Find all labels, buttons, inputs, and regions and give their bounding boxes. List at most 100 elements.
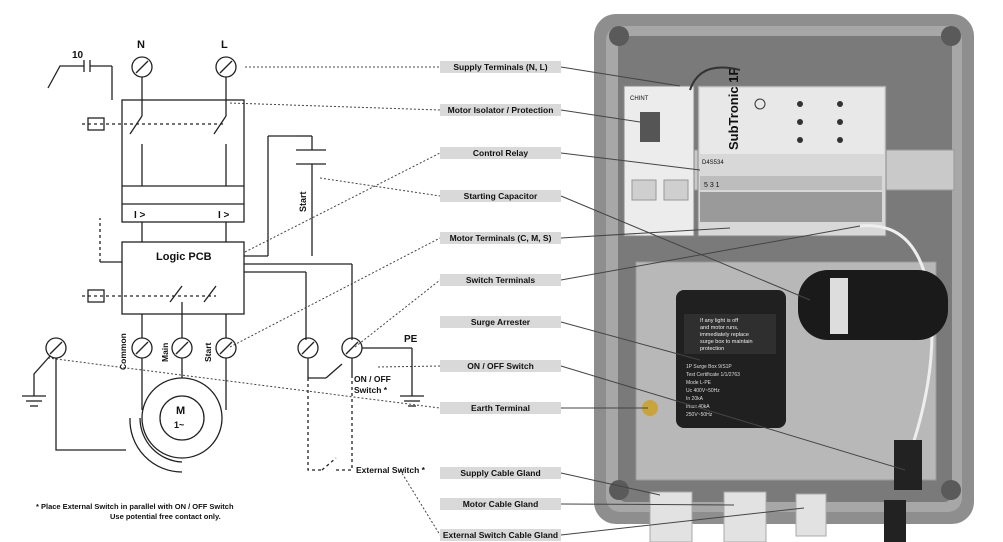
- callout-label: Motor Cable Gland: [440, 498, 561, 510]
- callout-text: ON / OFF Switch: [467, 361, 534, 371]
- on-off-switch: [894, 440, 922, 490]
- switch-label-2: Switch *: [354, 385, 388, 395]
- callout-label: Earth Terminal: [440, 402, 561, 414]
- callout-text: Earth Terminal: [471, 403, 530, 413]
- callout-background: [440, 402, 561, 414]
- surge_spec-line: 250V~50Hz: [686, 412, 713, 418]
- callout-label: Control Relay: [440, 147, 561, 159]
- relay-terminal-numbers: 5 3 1: [704, 182, 720, 189]
- external-switch-label: External Switch *: [356, 465, 426, 475]
- callout-label: External Switch Cable Gland: [440, 529, 561, 541]
- footnote-line-1: * Place External Switch in parallel with…: [36, 502, 234, 511]
- footnote-line-2: Use potential free contact only.: [110, 512, 221, 521]
- surge_spec-line: Mode L-PE: [686, 380, 712, 386]
- status-led: [797, 101, 803, 107]
- logic-pcb-label: Logic PCB: [156, 251, 212, 263]
- pe-label: PE: [404, 334, 418, 345]
- status-led: [837, 137, 843, 143]
- callout-text: Motor Isolator / Protection: [448, 105, 554, 115]
- supply-cable-gland: [649, 491, 693, 542]
- starting-capacitor: [798, 270, 948, 340]
- breaker-terminal: [663, 179, 689, 201]
- callout-label: Supply Terminals (N, L): [440, 61, 561, 73]
- switch-cable: [884, 500, 906, 542]
- callout-text: Switch Terminals: [466, 275, 536, 285]
- external-switch-gland: [795, 493, 827, 537]
- overcurrent-label-2: I >: [218, 210, 230, 221]
- capacitor-label: Start: [298, 191, 308, 212]
- product-name: SubTronic 1P: [726, 67, 741, 150]
- screw-icon: [609, 26, 629, 46]
- isolator-box: [121, 99, 245, 223]
- surge_text-line: protection: [700, 346, 724, 352]
- surge-label-panel: [684, 314, 776, 354]
- callout-label: Surge Arrester: [440, 316, 561, 328]
- status-led: [837, 119, 843, 125]
- surge_spec-line: Test Certificate 1/1/2763: [686, 372, 740, 378]
- callout-background: [440, 360, 561, 372]
- label-start: Start: [203, 342, 213, 362]
- callout-text: Starting Capacitor: [464, 191, 538, 201]
- control-box-photo: CHINT SubTronic 1P D4S534 5 3 1 If any l…: [594, 14, 974, 542]
- leader-lines: [47, 66, 441, 536]
- callout-text: Surge Arrester: [471, 317, 531, 327]
- label-common: Common: [118, 333, 128, 370]
- callout-label: ON / OFF Switch: [440, 360, 561, 372]
- callout-background: [440, 61, 561, 73]
- callout-background: [440, 232, 561, 244]
- power-icon: [754, 98, 766, 110]
- label-main: Main: [160, 343, 170, 362]
- surge_text-line: immediately replace: [700, 332, 749, 338]
- breaker-toggle: [640, 112, 660, 142]
- surge_spec-line: 1P Surge Box 9/S1P: [686, 364, 732, 370]
- callout-label: Motor Terminals (C, M, S): [440, 232, 561, 244]
- callout-label: Motor Isolator / Protection: [440, 104, 561, 116]
- callout-text: Supply Cable Gland: [460, 468, 540, 478]
- callout-background: [440, 190, 561, 202]
- terminal-label-strip: [700, 176, 882, 190]
- terminal-block: [700, 192, 882, 222]
- breaker-brand: CHINT: [630, 96, 649, 102]
- callout-background: [440, 104, 561, 116]
- label-l: L: [221, 39, 228, 51]
- subtronic-front: [700, 88, 884, 154]
- overcurrent-label-1: I >: [134, 210, 146, 221]
- surge_spec-line: In 20kA: [686, 396, 704, 402]
- callout-background: [440, 316, 561, 328]
- wire: [689, 66, 741, 91]
- fuse-rating: 10: [72, 50, 84, 61]
- motor-circle: [141, 377, 223, 459]
- surge_text-line: and motor runs,: [700, 325, 739, 331]
- label-n: N: [137, 39, 145, 51]
- model-code: D4S534: [702, 160, 724, 166]
- screw-icon: [941, 26, 961, 46]
- callout-background: [440, 147, 561, 159]
- callout-label: Supply Cable Gland: [440, 467, 561, 479]
- circuit-breaker: [623, 85, 695, 237]
- callout-label: Switch Terminals: [440, 274, 561, 286]
- callout-background: [440, 498, 561, 510]
- breaker-terminal: [631, 179, 657, 201]
- callout-labels: Supply Terminals (N, L) Motor Isolator / …: [440, 61, 561, 541]
- motor-label-phase: 1~: [174, 420, 184, 430]
- screw-icon: [941, 480, 961, 500]
- screw-icon: [609, 480, 629, 500]
- wiring-schematic: [22, 56, 424, 473]
- capacitor-clamp: [830, 278, 848, 334]
- earth-terminal-screw: [642, 400, 658, 416]
- callout-label: Starting Capacitor: [440, 190, 561, 202]
- surge_text-line: surge box to maintain: [700, 339, 753, 345]
- callout-text: External Switch Cable Gland: [443, 530, 558, 540]
- callout-text: Supply Terminals (N, L): [453, 62, 547, 72]
- leader-lines-photo: [560, 66, 906, 536]
- motor-cable-gland: [723, 491, 767, 542]
- callout-background: [440, 467, 561, 479]
- callout-background: [440, 274, 561, 286]
- motor-label-m: M: [176, 405, 185, 417]
- status-led: [837, 101, 843, 107]
- callout-text: Motor Terminals (C, M, S): [450, 233, 552, 243]
- callout-background: [440, 529, 561, 541]
